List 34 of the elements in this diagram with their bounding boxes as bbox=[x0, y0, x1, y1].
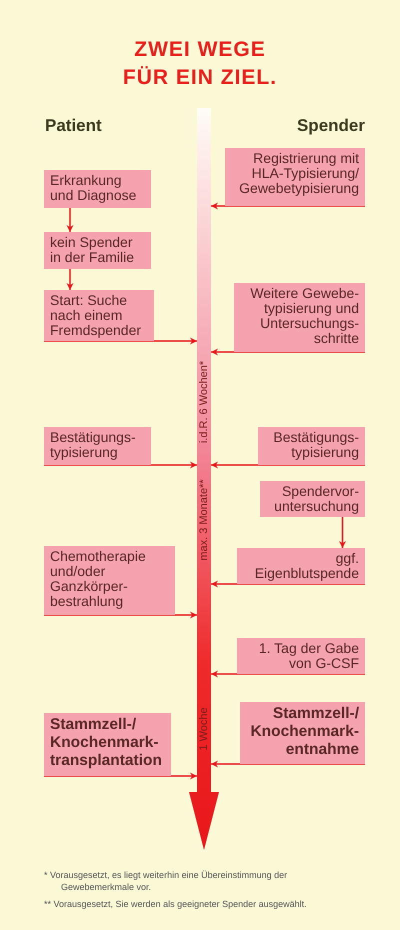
column-heading: Spender bbox=[296, 116, 365, 136]
step-box: Start: Suche nach einem Fremdspender bbox=[44, 290, 154, 341]
step-box: Stammzell-/ Knochenmark- transplantation bbox=[44, 713, 171, 776]
step-box: Registrierung mit HLA-Typisierung/ Gewebetypisierung bbox=[225, 148, 365, 206]
step-box: Erkrankung und Diagnose bbox=[44, 170, 151, 208]
arrow bbox=[44, 462, 197, 468]
duration-label: max. 3 Monate** bbox=[197, 478, 211, 563]
arrow bbox=[211, 202, 365, 210]
arrow bbox=[211, 348, 365, 356]
title: ZWEI WEGE FÜR EIN ZIEL. bbox=[122, 37, 278, 91]
column-heading: Patient bbox=[45, 116, 102, 136]
step-box: Bestätigungs- typisierung bbox=[44, 427, 151, 465]
footnote: ** Vorausgesetzt, Sie werden als geeigneter Spender ausgewählt. bbox=[44, 898, 308, 910]
arrow bbox=[44, 612, 197, 618]
step-box: 1. Tag der Gabe von G-CSF bbox=[237, 638, 365, 674]
step-box: Chemotherapie und/oder Ganzkörper- bestrahlung bbox=[44, 546, 175, 615]
footnote: * Vorausgesetzt, es liegt weiterhin eine Übereinstimmung der Gewebemerkmale vor. bbox=[44, 869, 288, 893]
arrow bbox=[66, 208, 74, 232]
step-box: Stammzell-/ Knochenmark- entnahme bbox=[240, 702, 365, 764]
duration-label: i.d.R. 6 Wochen* bbox=[197, 360, 211, 446]
step-box: Spendervor- untersuchung bbox=[260, 481, 365, 517]
step-box: Weitere Gewebe- typisierung und Untersuchungs- schritte bbox=[234, 283, 365, 352]
arrow bbox=[211, 580, 365, 588]
duration-label: 1 Woche bbox=[197, 706, 211, 753]
arrow bbox=[211, 462, 365, 468]
arrow bbox=[44, 338, 197, 344]
step-box: Bestätigungs- typisierung bbox=[258, 427, 365, 465]
arrow bbox=[44, 772, 197, 780]
arrow bbox=[211, 760, 365, 768]
step-box: ggf. Eigenblutspende bbox=[237, 548, 365, 584]
step-box: kein Spender in der Familie bbox=[44, 232, 151, 269]
arrow bbox=[211, 670, 365, 678]
arrow bbox=[66, 269, 74, 290]
arrow bbox=[339, 517, 346, 548]
